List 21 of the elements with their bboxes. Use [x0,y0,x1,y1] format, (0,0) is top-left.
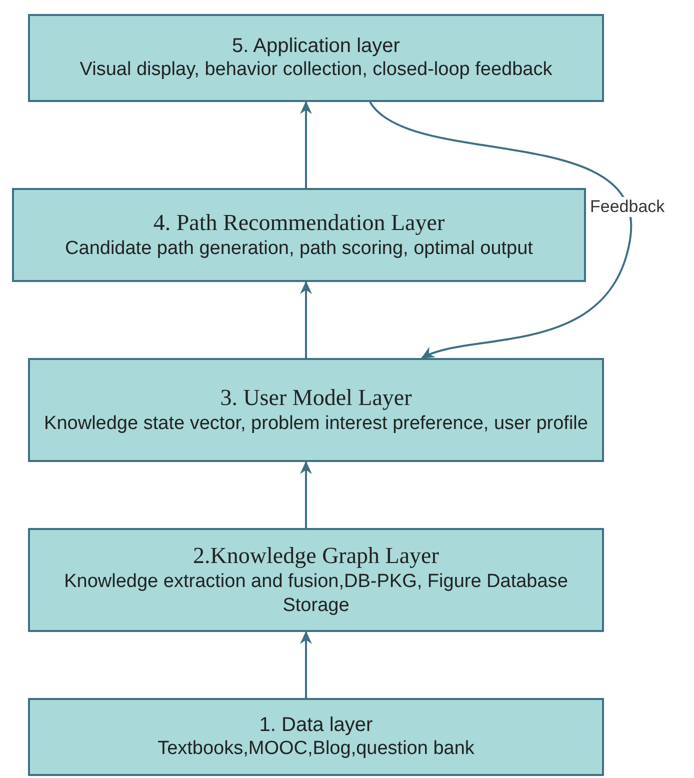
layer-box [28,358,604,462]
arrow [369,101,631,359]
layer-description: Candidate path generation, path scoring, optimal output [65,236,533,261]
arrow [300,281,312,358]
layer-box [12,188,586,282]
layer-title: 2.Knowledge Graph Layer [193,542,439,570]
layer-description: Textbooks,MOOC,Blog,question bank [158,737,474,761]
layer-title: 1. Data layer [259,713,373,738]
layer-description: Knowledge state vector, problem interest preference, user profile [44,412,588,436]
layer-title: 5. Application layer [232,34,400,58]
arrow [300,101,312,188]
layer-description: Visual display, behavior collection, closed-loop feedback [80,58,552,82]
layer-title: 4. Path Recommendation Layer [153,209,445,237]
arrow [300,461,312,528]
edge-label: Feedback [588,197,667,217]
arrow [300,631,312,698]
layer-title: 3. User Model Layer [220,384,412,412]
layer-box [28,528,604,632]
layer-box [28,14,604,102]
layer-description: Knowledge extraction and fusion,DB-PKG, Figure Database Storage [63,570,569,618]
layer-box [28,698,604,776]
